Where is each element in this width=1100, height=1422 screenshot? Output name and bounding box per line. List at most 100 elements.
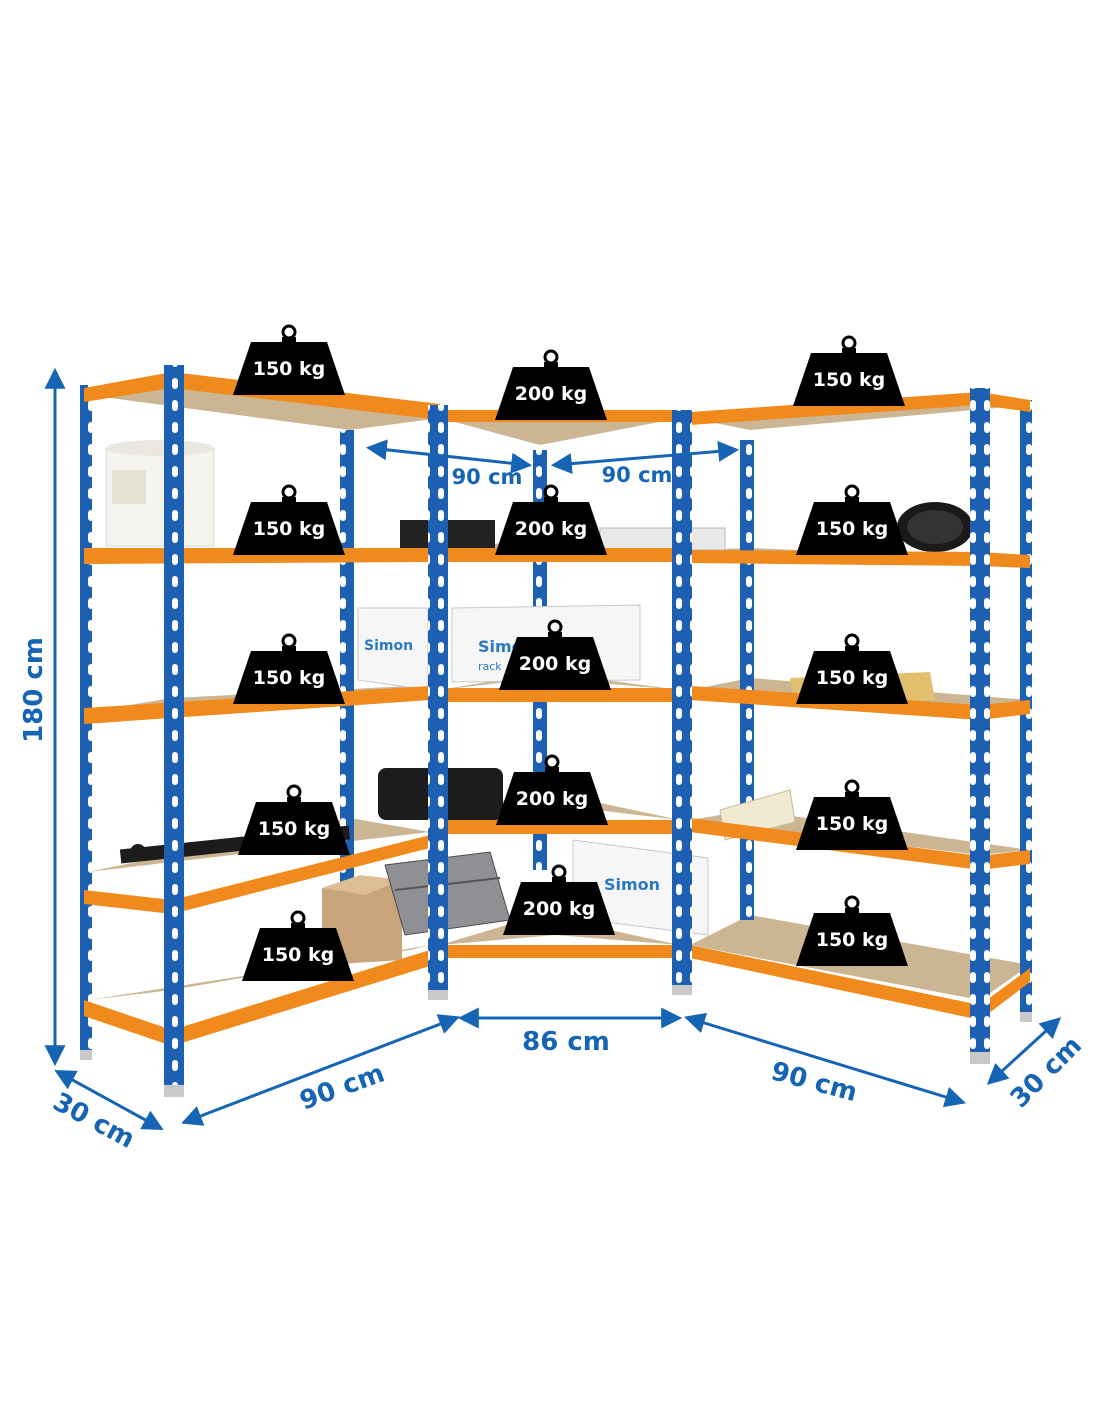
weight-ring-icon xyxy=(844,633,860,649)
weight-label: 200 kg xyxy=(519,653,592,675)
weight-block-shape xyxy=(796,502,908,555)
weight-block-shape xyxy=(238,802,350,855)
cardboard-box xyxy=(322,875,402,965)
beam xyxy=(84,835,430,914)
beam xyxy=(440,945,680,958)
weight-block-left-5: 150 kg xyxy=(242,910,354,981)
dimension-lines xyxy=(44,367,1062,1131)
foot xyxy=(80,1050,92,1060)
height-label: 180 cm xyxy=(19,637,49,743)
weight-block-right-3: 150 kg xyxy=(796,633,908,704)
weight-block-right-2: 150 kg xyxy=(796,484,908,555)
upright-post xyxy=(970,388,990,1058)
upright-post xyxy=(164,365,184,1090)
weight-block-right-5: 150 kg xyxy=(796,895,908,966)
top-left-span-label: 90 cm xyxy=(452,465,523,489)
upright-post xyxy=(340,430,354,900)
weight-label: 200 kg xyxy=(516,788,589,810)
weight-block-shape xyxy=(796,797,908,850)
box-brand-label: Simon xyxy=(364,638,413,654)
weight-block-shape xyxy=(793,353,905,406)
top-right-span-arrow xyxy=(550,440,740,475)
weight-ring-icon xyxy=(281,324,297,340)
weight-ring-icon xyxy=(281,484,297,500)
right-depth-arrow xyxy=(986,1017,1062,1085)
weight-label: 150 kg xyxy=(813,369,886,391)
upright-post xyxy=(428,405,448,995)
weight-block-center-2: 200 kg xyxy=(495,484,607,555)
weight-block-center-1: 200 kg xyxy=(495,349,607,420)
box-brand-label: Simon xyxy=(604,875,660,894)
weight-block-shape xyxy=(503,882,615,935)
weight-block-left-1: 150 kg xyxy=(233,324,345,395)
weight-label: 200 kg xyxy=(515,518,588,540)
weight-ring-icon xyxy=(841,335,857,351)
foot xyxy=(428,990,448,1000)
weight-block-shape xyxy=(495,502,607,555)
weight-label: 150 kg xyxy=(253,667,326,689)
weight-block-shape xyxy=(499,637,611,690)
weight-label: 150 kg xyxy=(262,944,335,966)
weight-ring-icon xyxy=(844,895,860,911)
weight-block-shape xyxy=(496,772,608,825)
weight-label: 150 kg xyxy=(258,818,331,840)
box-brand-sub-label: rack xyxy=(478,660,502,673)
weight-block-shape xyxy=(796,651,908,704)
weight-block-center-3: 200 kg xyxy=(499,619,611,690)
weight-block-left-3: 150 kg xyxy=(233,633,345,704)
weight-block-right-1: 150 kg xyxy=(793,335,905,406)
right-width-label: 90 cm xyxy=(768,1056,861,1108)
weight-block-center-5: 200 kg xyxy=(503,864,615,935)
weight-block-left-2: 150 kg xyxy=(233,484,345,555)
left-depth-arrow xyxy=(54,1069,164,1131)
right-width-arrow xyxy=(683,1012,967,1108)
weight-ring-icon xyxy=(551,864,567,880)
weight-ring-icon xyxy=(544,754,560,770)
beam xyxy=(84,372,172,402)
weight-block-shape xyxy=(796,913,908,966)
weight-label: 200 kg xyxy=(523,898,596,920)
weight-ring-icon xyxy=(844,779,860,795)
weight-block-shape xyxy=(233,342,345,395)
weight-block-shape xyxy=(495,367,607,420)
upright-post xyxy=(672,410,692,990)
weight-label: 150 kg xyxy=(816,813,889,835)
left-width-label: 90 cm xyxy=(296,1058,389,1116)
beam xyxy=(690,392,1030,425)
corner-width-label: 86 cm xyxy=(522,1027,610,1057)
weight-label: 150 kg xyxy=(253,518,326,540)
weight-block-right-4: 150 kg xyxy=(796,779,908,850)
weight-ring-icon xyxy=(281,633,297,649)
upright-post xyxy=(740,440,754,920)
load-weights: 150 kg 150 kg 150 kg 150 kg 150 kg 200 kg 200 … xyxy=(233,324,908,981)
product-box xyxy=(599,527,726,551)
weight-block-shape xyxy=(242,928,354,981)
weight-ring-icon xyxy=(844,484,860,500)
foot xyxy=(970,1052,990,1064)
simon-box: Simon xyxy=(357,607,429,691)
weight-ring-icon xyxy=(290,910,306,926)
foot xyxy=(672,985,692,995)
left-depth-label: 30 cm xyxy=(48,1087,140,1155)
beam xyxy=(440,688,680,702)
weight-ring-icon xyxy=(543,349,559,365)
beam xyxy=(690,945,1030,1020)
foot xyxy=(164,1085,184,1097)
weight-block-left-4: 150 kg xyxy=(238,784,350,855)
weight-block-shape xyxy=(233,502,345,555)
right-depth-label: 30 cm xyxy=(1005,1031,1088,1114)
weight-label: 150 kg xyxy=(816,667,889,689)
cable-reel xyxy=(897,502,973,552)
left-width-arrow xyxy=(181,1014,460,1126)
bucket xyxy=(105,440,215,547)
weight-label: 150 kg xyxy=(253,358,326,380)
foot xyxy=(1020,1012,1032,1022)
weight-label: 150 kg xyxy=(816,518,889,540)
beam xyxy=(690,550,1030,568)
top-right-span-label: 90 cm xyxy=(602,463,673,487)
weight-label: 150 kg xyxy=(816,929,889,951)
weight-block-center-4: 200 kg xyxy=(496,754,608,825)
top-left-span-arrow xyxy=(365,439,533,474)
front-uprights xyxy=(80,365,1032,1097)
